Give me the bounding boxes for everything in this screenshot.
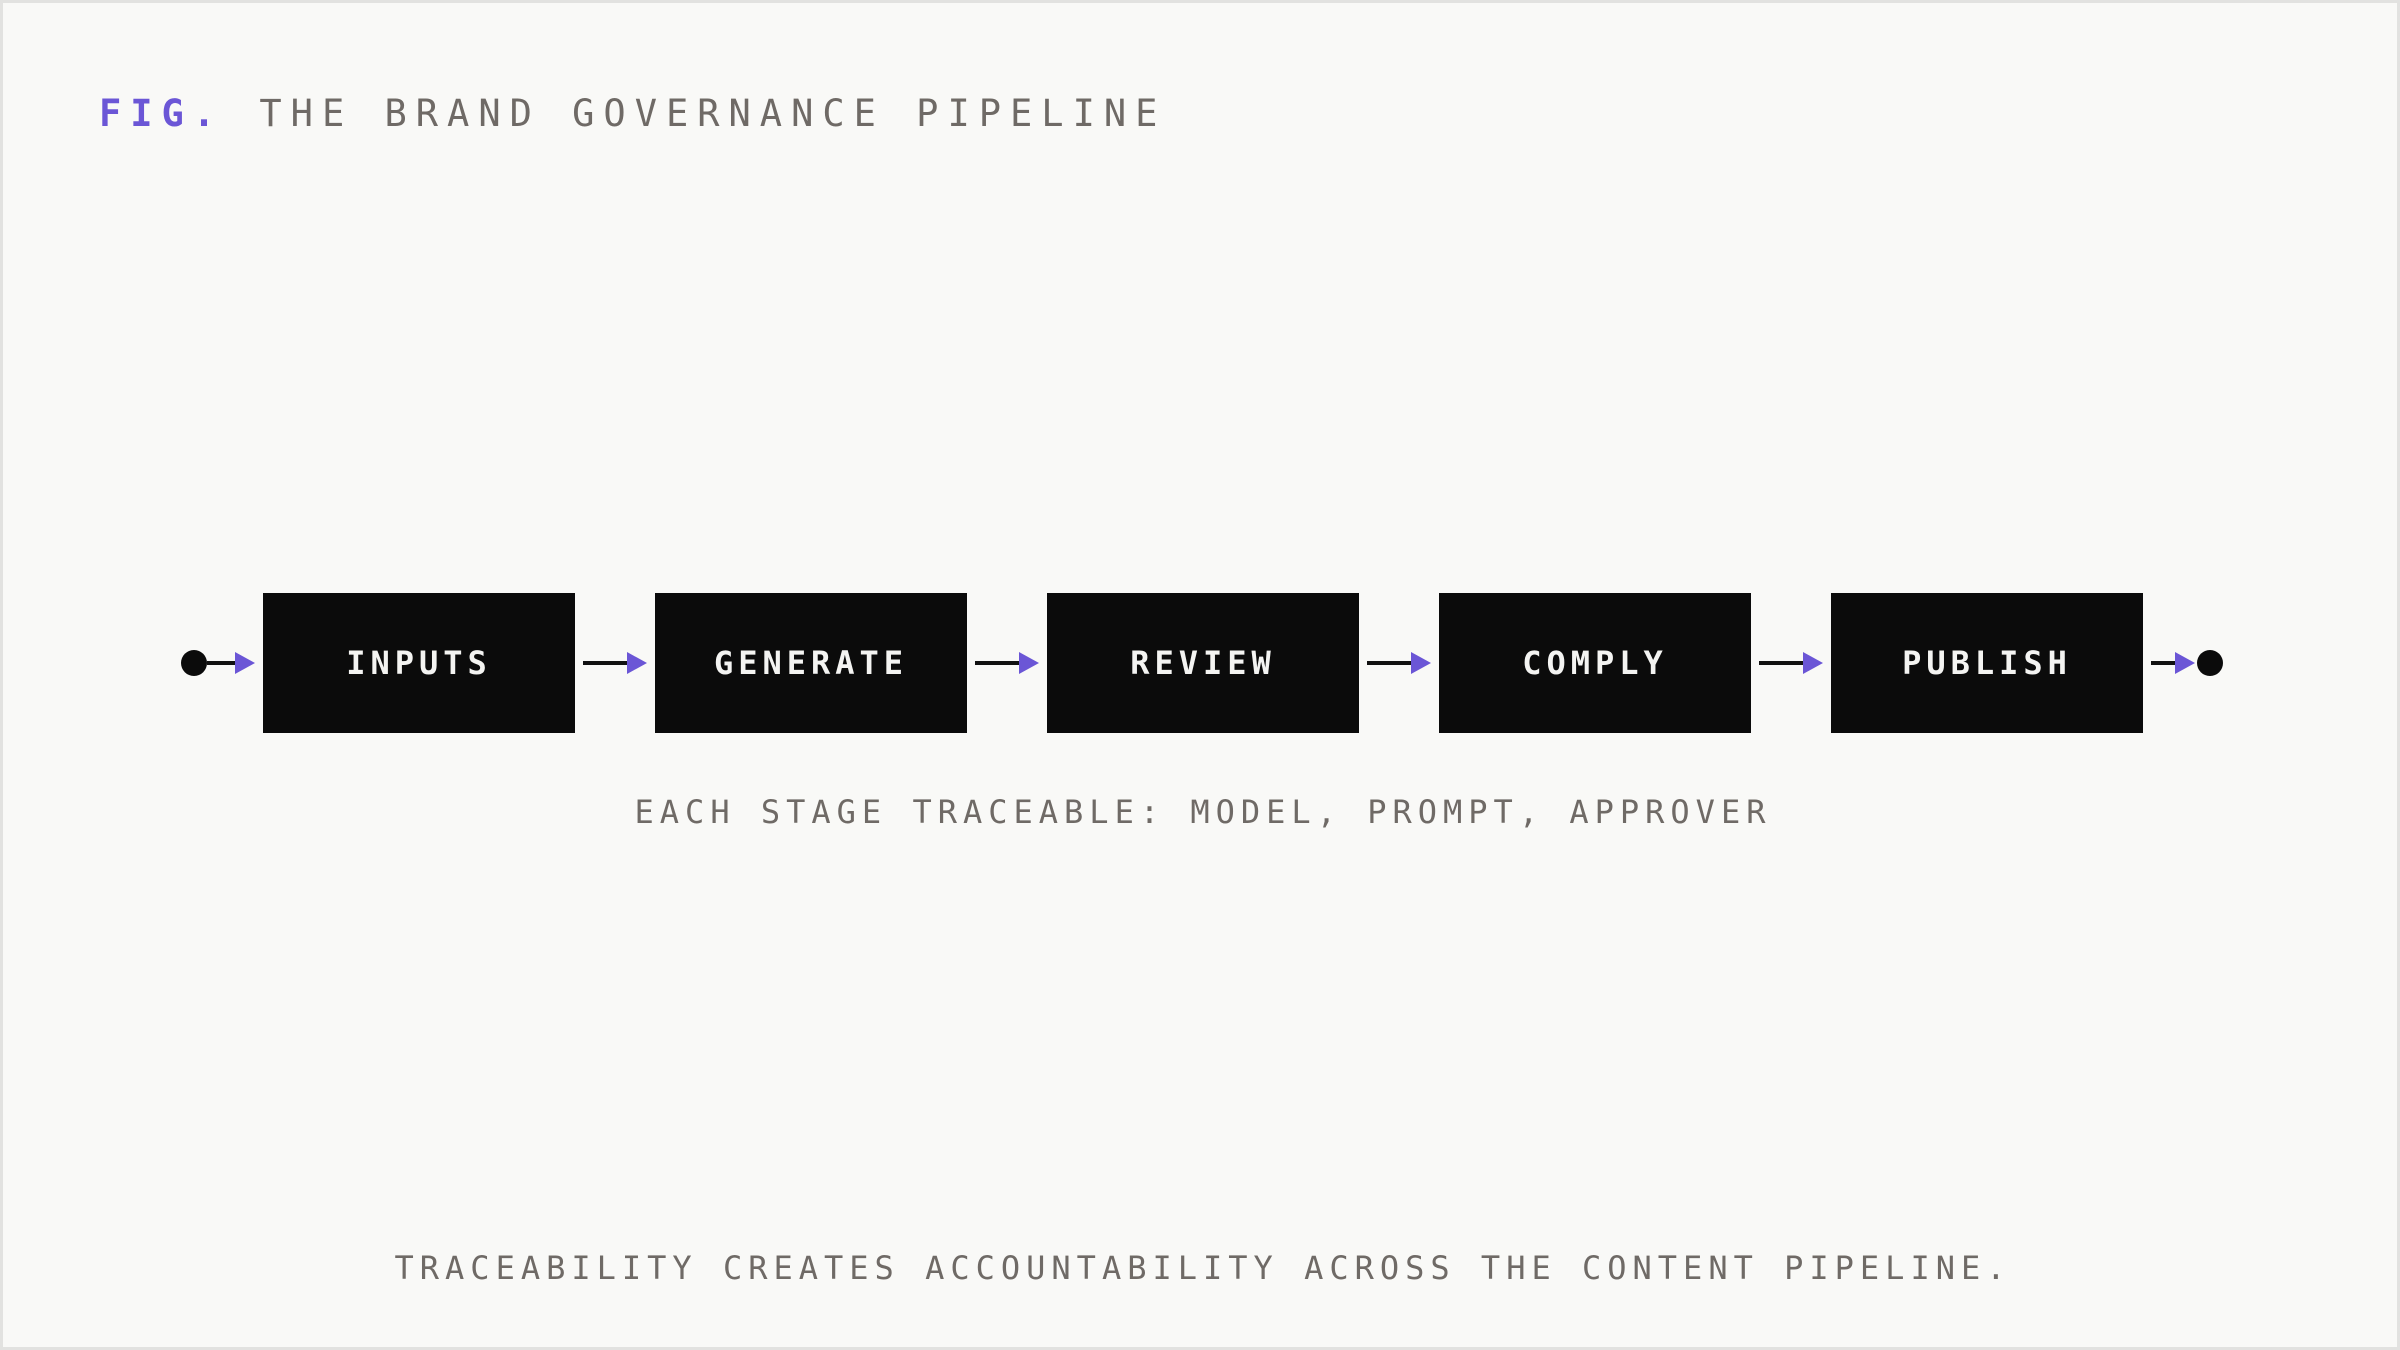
stage-connector xyxy=(975,652,1039,674)
arrow-right-icon xyxy=(1803,652,1823,674)
stage-box xyxy=(263,593,575,733)
figure-title-text: THE BRAND GOVERNANCE PIPELINE xyxy=(259,92,1167,135)
stage-box xyxy=(655,593,967,733)
stage-caption: EACH STAGE TRACEABLE: MODEL, PROMPT, APP… xyxy=(634,793,1772,831)
end-node-dot xyxy=(2197,650,2223,676)
stage-connector xyxy=(1367,652,1431,674)
stage-box xyxy=(1047,593,1359,733)
arrow-right-icon xyxy=(1411,652,1431,674)
arrow-right-icon xyxy=(235,652,255,674)
pipeline-diagram xyxy=(181,593,2223,733)
end-connector xyxy=(2151,652,2195,674)
pipeline-layer xyxy=(181,593,2223,733)
footer-caption: TRACEABILITY CREATES ACCOUNTABILITY ACRO… xyxy=(394,1249,2012,1287)
start-node-dot xyxy=(181,650,207,676)
arrow-right-icon xyxy=(1019,652,1039,674)
stage-connector xyxy=(583,652,647,674)
stage-box xyxy=(1831,593,2143,733)
figure-prefix: FIG. xyxy=(99,92,225,135)
stage-box xyxy=(1439,593,1751,733)
arrow-right-icon xyxy=(627,652,647,674)
arrow-right-icon xyxy=(2175,652,2195,674)
figure-title: FIG. THE BRAND GOVERNANCE PIPELINE xyxy=(99,91,1166,137)
start-connector xyxy=(207,652,255,674)
stage-connector xyxy=(1759,652,1823,674)
